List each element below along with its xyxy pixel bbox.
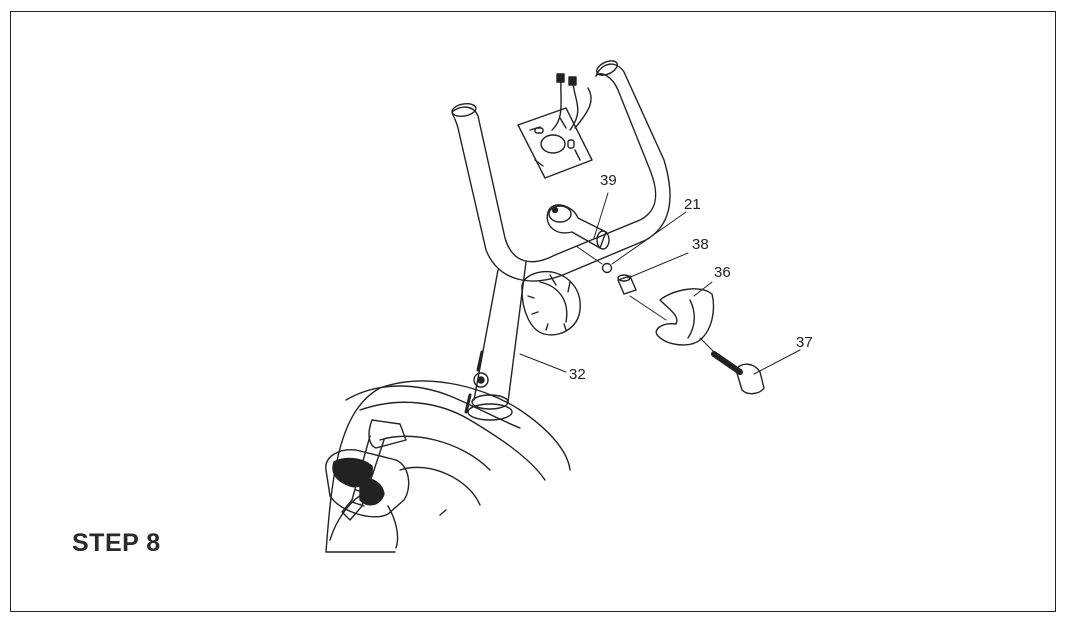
handlebar-clamp (546, 204, 610, 250)
shroud-cover (655, 288, 715, 346)
tension-knob (521, 270, 581, 336)
callout-21: 21 (684, 196, 701, 213)
callout-36: 36 (714, 264, 731, 281)
bushing-part (617, 274, 637, 295)
adjustment-knob (711, 351, 765, 395)
instruction-frame (10, 11, 1056, 612)
leader-lines (519, 192, 801, 375)
step-title: STEP 8 (72, 529, 161, 557)
callout-32: 32 (569, 366, 586, 383)
callout-38: 38 (692, 236, 709, 253)
bike-frame (325, 380, 571, 553)
callout-37: 37 (796, 334, 813, 351)
callout-39: 39 (600, 172, 617, 189)
pedal (325, 419, 410, 549)
console-plate (517, 73, 593, 179)
washer-part (601, 262, 613, 274)
